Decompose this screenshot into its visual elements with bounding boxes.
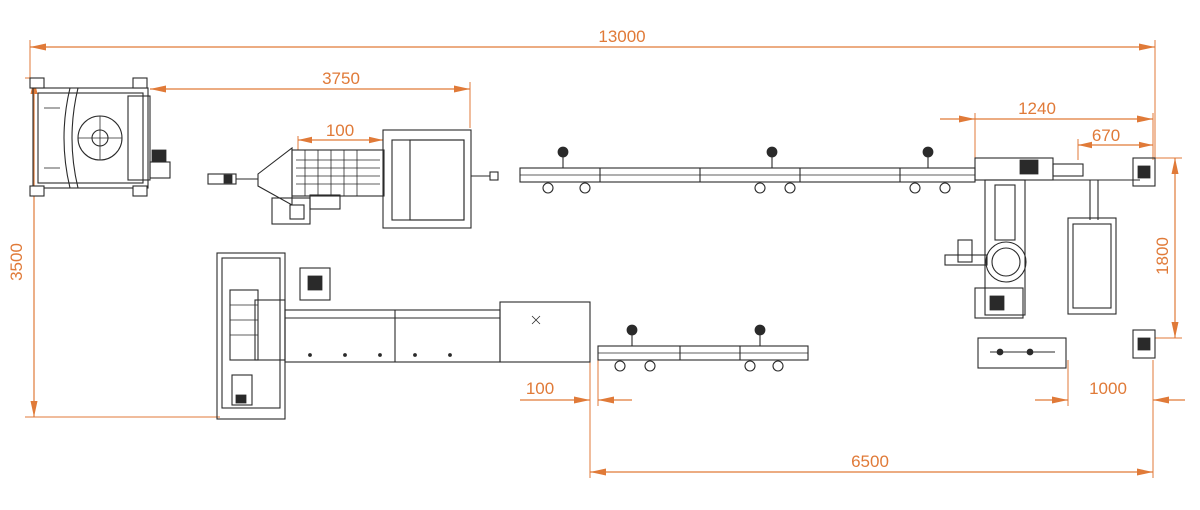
film-unwinder: [29, 77, 171, 197]
dim-right-module-offset: 670: [1077, 126, 1153, 160]
dim-right-module-depth: 1800: [1153, 157, 1182, 339]
forming-wrapper: [291, 129, 499, 229]
dim-label-1240: 1240: [1018, 99, 1056, 118]
dim-wrapper-length: 3750: [150, 69, 471, 128]
dim-label-3500: 3500: [7, 243, 26, 281]
dim-label-3750: 3750: [322, 69, 360, 88]
dim-bottom-right-offset: 1000: [1035, 360, 1185, 406]
lower-wrapping-machine: [216, 252, 331, 420]
dim-lower-gap: 100: [520, 358, 632, 478]
dim-label-670: 670: [1092, 126, 1120, 145]
dim-label-100-bottom: 100: [526, 379, 554, 398]
dim-overall-length: 13000: [29, 27, 1156, 170]
dim-label-13000: 13000: [598, 27, 645, 46]
dim-hopper-gap: 100: [297, 121, 384, 150]
dim-label-1800: 1800: [1153, 237, 1172, 275]
top-conveyor: [519, 146, 976, 194]
dim-right-module-width: 1240: [940, 99, 1154, 160]
dim-lower-conveyor-length: 6500: [590, 360, 1154, 478]
dim-overall-width: 3500: [7, 77, 220, 418]
dim-label-100-top: 100: [326, 121, 354, 140]
lower-short-conveyor: [597, 324, 809, 372]
lower-conveyor: [284, 301, 591, 363]
dim-label-1000: 1000: [1089, 379, 1127, 398]
wall-bracket-lower: [1132, 329, 1156, 359]
wall-bracket-upper: [1132, 157, 1156, 187]
dim-label-6500: 6500: [851, 452, 889, 471]
right-processing-module: [944, 157, 1140, 319]
infeed-hopper: [207, 146, 341, 225]
bottom-right-cart: [977, 337, 1067, 369]
